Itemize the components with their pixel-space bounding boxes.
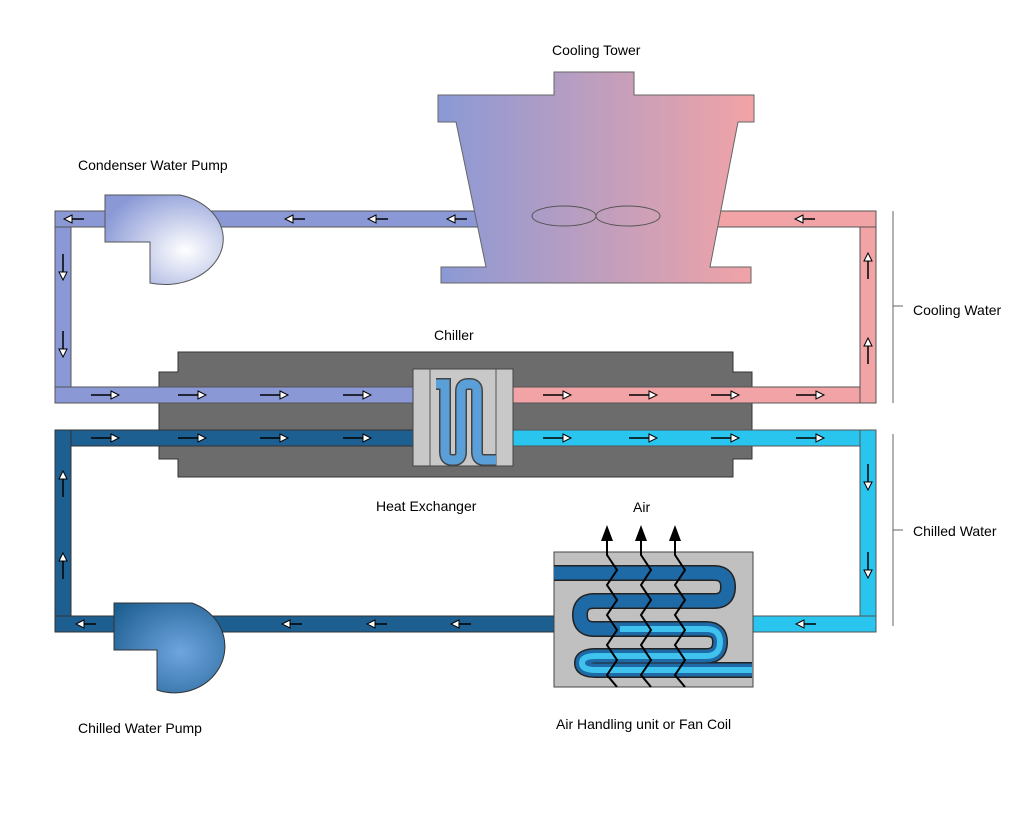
loop-brackets: [892, 211, 903, 626]
fan-blade-right: [595, 205, 661, 227]
flow-arrow-icon: [260, 390, 290, 400]
flow-arrow-icon: [793, 214, 815, 224]
heat-exchanger-label: Heat Exchanger: [376, 498, 477, 514]
flow-arrow-icon: [58, 254, 68, 282]
flow-arrow-icon: [796, 433, 826, 443]
chilled-water-label: Chilled Water: [913, 523, 997, 539]
heat-exchanger: [412, 368, 514, 467]
flow-arrow-icon: [74, 619, 96, 629]
flow-arrow-icon: [629, 390, 659, 400]
chilled-water-pump: [113, 602, 226, 694]
flow-arrow-icon: [449, 619, 471, 629]
flow-arrows: [58, 214, 873, 629]
flow-arrow-icon: [863, 251, 873, 279]
cooling-tower-label: Cooling Tower: [552, 42, 641, 58]
flow-arrow-icon: [343, 390, 373, 400]
flow-arrow-icon: [863, 336, 873, 364]
flow-arrow-icon: [62, 214, 84, 224]
flow-arrow-icon: [863, 464, 873, 492]
condenser-water-pump: [104, 194, 224, 285]
chilled-water-pump-label: Chilled Water Pump: [78, 720, 202, 736]
flow-arrow-icon: [283, 214, 305, 224]
flow-arrow-icon: [629, 433, 659, 443]
flow-arrow-icon: [280, 619, 302, 629]
flow-arrow-icon: [543, 433, 573, 443]
condenser-water-pump-label: Condenser Water Pump: [78, 157, 228, 173]
flow-arrow-icon: [863, 552, 873, 580]
flow-arrow-icon: [343, 433, 373, 443]
flow-arrow-icon: [796, 390, 826, 400]
air-arrow-icon: [601, 525, 681, 541]
flow-arrow-icon: [58, 469, 68, 497]
flow-arrow-icon: [711, 390, 741, 400]
flow-arrow-icon: [260, 433, 290, 443]
flow-arrow-icon: [366, 214, 388, 224]
cooling-tower: [437, 71, 755, 284]
flow-arrow-icon: [91, 390, 121, 400]
flow-arrow-icon: [445, 214, 467, 224]
flow-arrow-icon: [58, 331, 68, 359]
air-handling-unit: [553, 551, 754, 688]
flow-arrow-icon: [178, 390, 208, 400]
flow-arrow-icon: [711, 433, 741, 443]
flow-arrow-icon: [543, 390, 573, 400]
air-handling-unit-label: Air Handling unit or Fan Coil: [556, 716, 731, 732]
chiller-label: Chiller: [434, 327, 474, 343]
air-flow-lines: [605, 538, 687, 688]
flow-arrow-icon: [178, 433, 208, 443]
flow-arrow-icon: [91, 433, 121, 443]
air-label: Air: [633, 499, 650, 515]
cooling-water-label: Cooling Water: [913, 302, 1002, 318]
flow-arrow-icon: [794, 619, 816, 629]
flow-arrow-icon: [365, 619, 387, 629]
flow-arrow-icon: [58, 551, 68, 579]
